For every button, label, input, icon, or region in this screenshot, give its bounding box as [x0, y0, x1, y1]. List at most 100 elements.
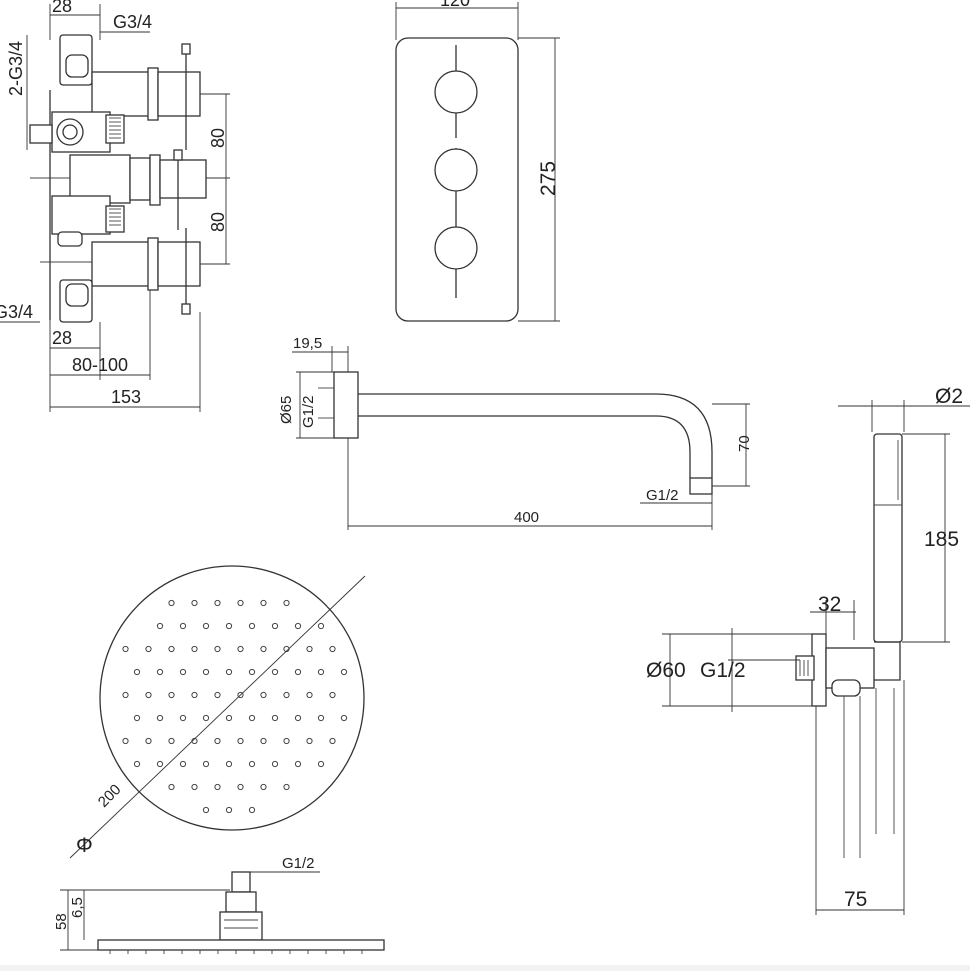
nozzle-dot [271, 622, 279, 630]
dim-153: 153 [111, 387, 141, 407]
nozzle-dot [191, 783, 198, 791]
label-d2: Ø2 [935, 385, 963, 408]
nozzle-dot [214, 783, 221, 791]
nozzle-dot [133, 760, 141, 768]
nozzle-dot [271, 714, 279, 722]
nozzle-dot [248, 806, 256, 814]
nozzle-dot [133, 714, 141, 722]
nozzle-dot [214, 599, 221, 607]
shower-head-top-view: 200 Φ [69, 565, 366, 859]
nozzle-dot [260, 737, 267, 745]
label-d65: Ø65 [278, 396, 295, 424]
dim-28-bottom: 28 [52, 328, 72, 348]
side-nozzle-row [109, 950, 363, 954]
nozzle-dot [202, 622, 210, 630]
dim-19-5: 19,5 [293, 335, 322, 352]
label-phi: Φ [76, 834, 93, 857]
nozzle-dot [145, 645, 152, 653]
label-g34-bottom: G3/4 [0, 302, 33, 322]
dim-75: 75 [844, 888, 867, 911]
label-g12-hand: G1/2 [700, 659, 746, 682]
nozzle-dot [306, 691, 313, 699]
nozzle-dot [294, 760, 302, 768]
nozzle-dot [168, 691, 175, 699]
nozzle-dot [156, 622, 164, 630]
nozzle-dot [329, 645, 336, 653]
nozzle-dot [156, 714, 164, 722]
shower-arm-view: 19,5 Ø65 G1/2 70 G1/2 400 [278, 335, 753, 530]
nozzle-dot [294, 714, 302, 722]
nozzle-dot [202, 714, 210, 722]
nozzle-dot [317, 714, 325, 722]
nozzle-dot [225, 714, 233, 722]
nozzle-dot [225, 806, 233, 814]
nozzle-dot [179, 668, 187, 676]
nozzle-dot [283, 783, 290, 791]
nozzle-dot [191, 645, 198, 653]
nozzle-grid [122, 599, 348, 814]
label-d60: Ø60 [646, 659, 686, 682]
nozzle-dot [202, 668, 210, 676]
nozzle-dot [179, 760, 187, 768]
nozzle-dot [260, 599, 267, 607]
nozzle-dot [156, 760, 164, 768]
nozzle-dot [283, 737, 290, 745]
dim-58: 58 [53, 913, 70, 930]
label-g12-outlet: G1/2 [646, 487, 679, 504]
nozzle-dot [306, 737, 313, 745]
nozzle-dot [317, 622, 325, 630]
nozzle-dot [202, 806, 210, 814]
nozzle-dot [133, 668, 141, 676]
nozzle-dot [283, 691, 290, 699]
nozzle-dot [317, 760, 325, 768]
nozzle-dot [214, 691, 221, 699]
dim-28-top: 28 [52, 0, 72, 16]
nozzle-dot [191, 599, 198, 607]
nozzle-dot [202, 760, 210, 768]
dim-400: 400 [514, 509, 539, 526]
dim-185: 185 [924, 528, 959, 551]
nozzle-dot [248, 714, 256, 722]
nozzle-dot [225, 622, 233, 630]
nozzle-dot [168, 783, 175, 791]
shower-head-side-view: G1/2 58 6,5 [53, 855, 385, 954]
label-g12-head: G1/2 [282, 855, 315, 872]
nozzle-dot [340, 668, 348, 676]
nozzle-dot [145, 737, 152, 745]
nozzle-dot [294, 622, 302, 630]
nozzle-dot [340, 714, 348, 722]
nozzle-dot [122, 691, 129, 699]
nozzle-dot [283, 599, 290, 607]
nozzle-dot [317, 668, 325, 676]
nozzle-dot [237, 737, 244, 745]
nozzle-dot [237, 645, 244, 653]
dim-80-lower: 80 [208, 212, 228, 232]
nozzle-dot [179, 622, 187, 630]
valve-face-plate: 120 275 [395, 0, 560, 322]
nozzle-dot [329, 691, 336, 699]
nozzle-dot [122, 737, 129, 745]
nozzle-dot [294, 668, 302, 676]
nozzle-dot [168, 645, 175, 653]
nozzle-dot [248, 622, 256, 630]
nozzle-dot [237, 783, 244, 791]
nozzle-dot [214, 645, 221, 653]
valve-side-view: 28 G3/4 2-G3/4 [0, 0, 230, 412]
label-2g34: 2-G3/4 [6, 41, 26, 96]
dim-32: 32 [818, 593, 841, 616]
dim-275: 275 [537, 161, 560, 196]
dim-70: 70 [736, 435, 753, 452]
dim-80-upper: 80 [208, 128, 228, 148]
nozzle-dot [271, 760, 279, 768]
dim-6-5: 6,5 [69, 897, 86, 918]
nozzle-dot [237, 599, 244, 607]
nozzle-dot [260, 783, 267, 791]
dim-80-100: 80-100 [72, 355, 128, 375]
label-g12-flange: G1/2 [300, 395, 317, 428]
nozzle-dot [214, 737, 221, 745]
nozzle-dot [168, 599, 175, 607]
nozzle-dot [168, 737, 175, 745]
nozzle-dot [248, 668, 256, 676]
label-g34-top: G3/4 [113, 12, 152, 32]
